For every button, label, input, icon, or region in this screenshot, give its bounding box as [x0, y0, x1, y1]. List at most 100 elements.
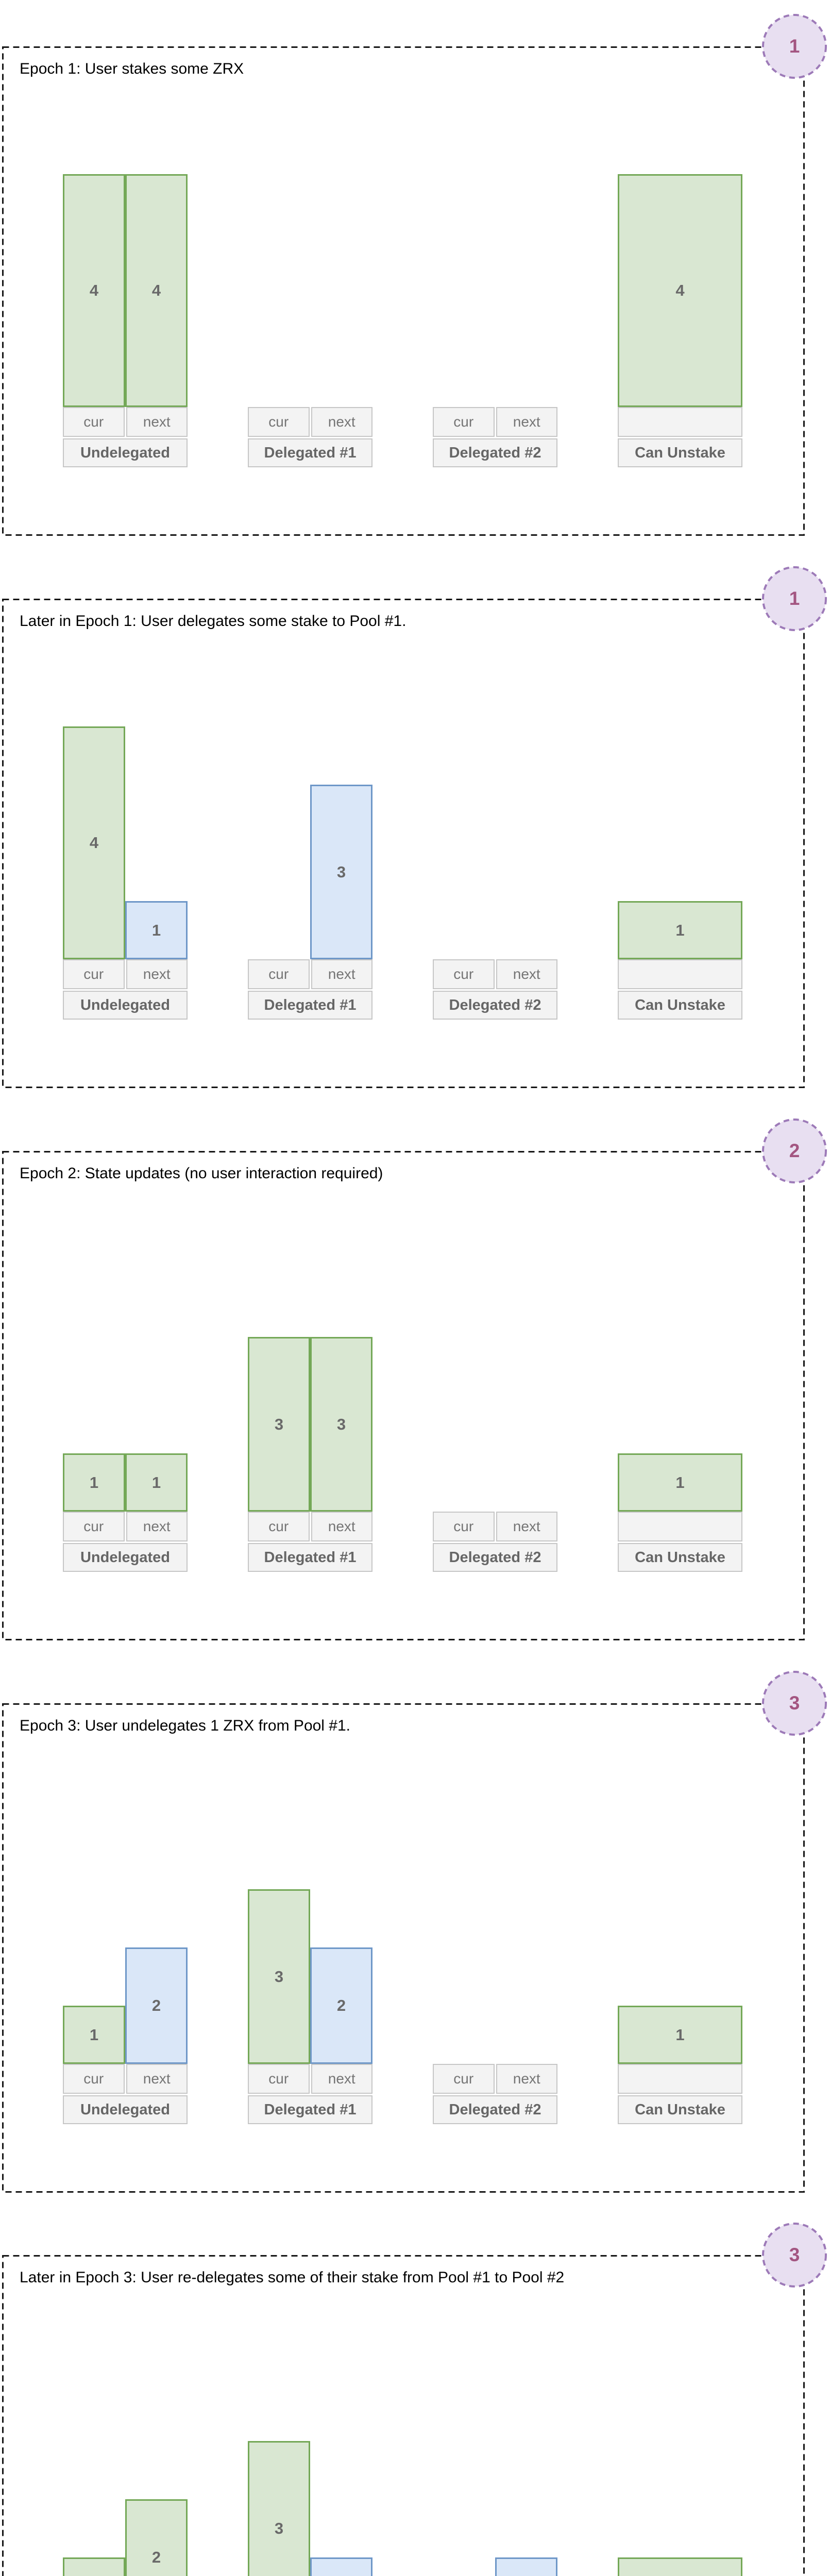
bar-cur: 3 [248, 2441, 310, 2576]
bar-next: 2 [125, 1947, 188, 2064]
bar-next: 3 [310, 1337, 372, 1512]
cell-empty [618, 1512, 742, 1541]
cell-next: next [311, 959, 372, 989]
group-label: Delegated #1 [248, 2095, 372, 2124]
stake-group: 31curnextDelegated #1 [248, 2379, 372, 2576]
group-label: Undelegated [63, 438, 188, 467]
chart-row: 12curnextUndelegated31curnextDelegated #… [63, 2379, 742, 2576]
step-badge: 3 [761, 1670, 828, 1737]
cell-cur: cur [433, 407, 495, 437]
cell-row [618, 407, 742, 437]
cell-next: next [496, 2064, 557, 2094]
group-label: Delegated #1 [248, 1543, 372, 1572]
group-label: Can Unstake [618, 1543, 742, 1572]
bar-cur: 1 [63, 2557, 125, 2576]
bar-single: 1 [618, 901, 742, 959]
bar-cur: 4 [63, 726, 125, 959]
step-badge: 2 [761, 1117, 828, 1184]
step-badge-number: 2 [789, 1140, 800, 1161]
bar-area: 12 [63, 2379, 188, 2576]
cell-cur: cur [63, 959, 125, 989]
bar-next: 3 [310, 785, 372, 959]
cell-cur: cur [63, 1512, 125, 1541]
cell-next: next [126, 1512, 188, 1541]
bar-single: 1 [618, 2006, 742, 2064]
group-label: Undelegated [63, 991, 188, 1020]
cell-cur: cur [248, 959, 310, 989]
group-label: Can Unstake [618, 2095, 742, 2124]
panel-box: Epoch 3: User undelegates 1 ZRX from Poo… [2, 1703, 805, 2193]
step-badge-number: 1 [789, 588, 800, 609]
bar-next: 1 [310, 2557, 372, 2576]
group-label: Delegated #2 [433, 991, 557, 1020]
cell-next: next [496, 1512, 557, 1541]
cell-next: next [126, 959, 188, 989]
group-label: Undelegated [63, 2095, 188, 2124]
group-label: Can Unstake [618, 438, 742, 467]
bar-next: 1 [125, 1453, 188, 1512]
group-label: Delegated #2 [433, 1543, 557, 1572]
cell-cur: cur [63, 407, 125, 437]
bar-area: 4 [618, 170, 742, 407]
cell-cur: cur [433, 2064, 495, 2094]
bar-area [433, 1275, 557, 1512]
bar-next: 1 [495, 2557, 557, 2576]
bar-next: 4 [125, 174, 188, 407]
cell-row [618, 1512, 742, 1541]
cell-next: next [496, 959, 557, 989]
panel-title: Epoch 3: User undelegates 1 ZRX from Poo… [20, 1717, 351, 1734]
bar-next: 2 [125, 2499, 188, 2576]
epoch-panel: Later in Epoch 3: User re-delegates some… [0, 2209, 830, 2576]
cell-next: next [126, 2064, 188, 2094]
cell-cur: cur [248, 1512, 310, 1541]
bar-cur: 3 [248, 1337, 310, 1512]
cell-next: next [311, 2064, 372, 2094]
bar-cur: 4 [63, 174, 125, 407]
cell-row [618, 959, 742, 989]
cell-cur: cur [63, 2064, 125, 2094]
cell-row [618, 2064, 742, 2094]
panel-box: Later in Epoch 1: User delegates some st… [2, 599, 805, 1088]
step-badge-number: 3 [789, 1692, 800, 1714]
step-badge-number: 1 [789, 36, 800, 57]
bar-area: 1 [433, 2379, 557, 2576]
cell-cur: cur [248, 2064, 310, 2094]
panel-title: Later in Epoch 3: User re-delegates some… [20, 2269, 565, 2286]
bar-cur: 1 [63, 1453, 125, 1512]
bar-area [433, 170, 557, 407]
cell-next: next [311, 407, 372, 437]
cell-empty [618, 407, 742, 437]
cell-empty [618, 959, 742, 989]
panel-box: Later in Epoch 3: User re-delegates some… [2, 2255, 805, 2576]
bar-single: 1 [618, 1453, 742, 1512]
cell-empty [618, 2064, 742, 2094]
cell-next: next [496, 407, 557, 437]
